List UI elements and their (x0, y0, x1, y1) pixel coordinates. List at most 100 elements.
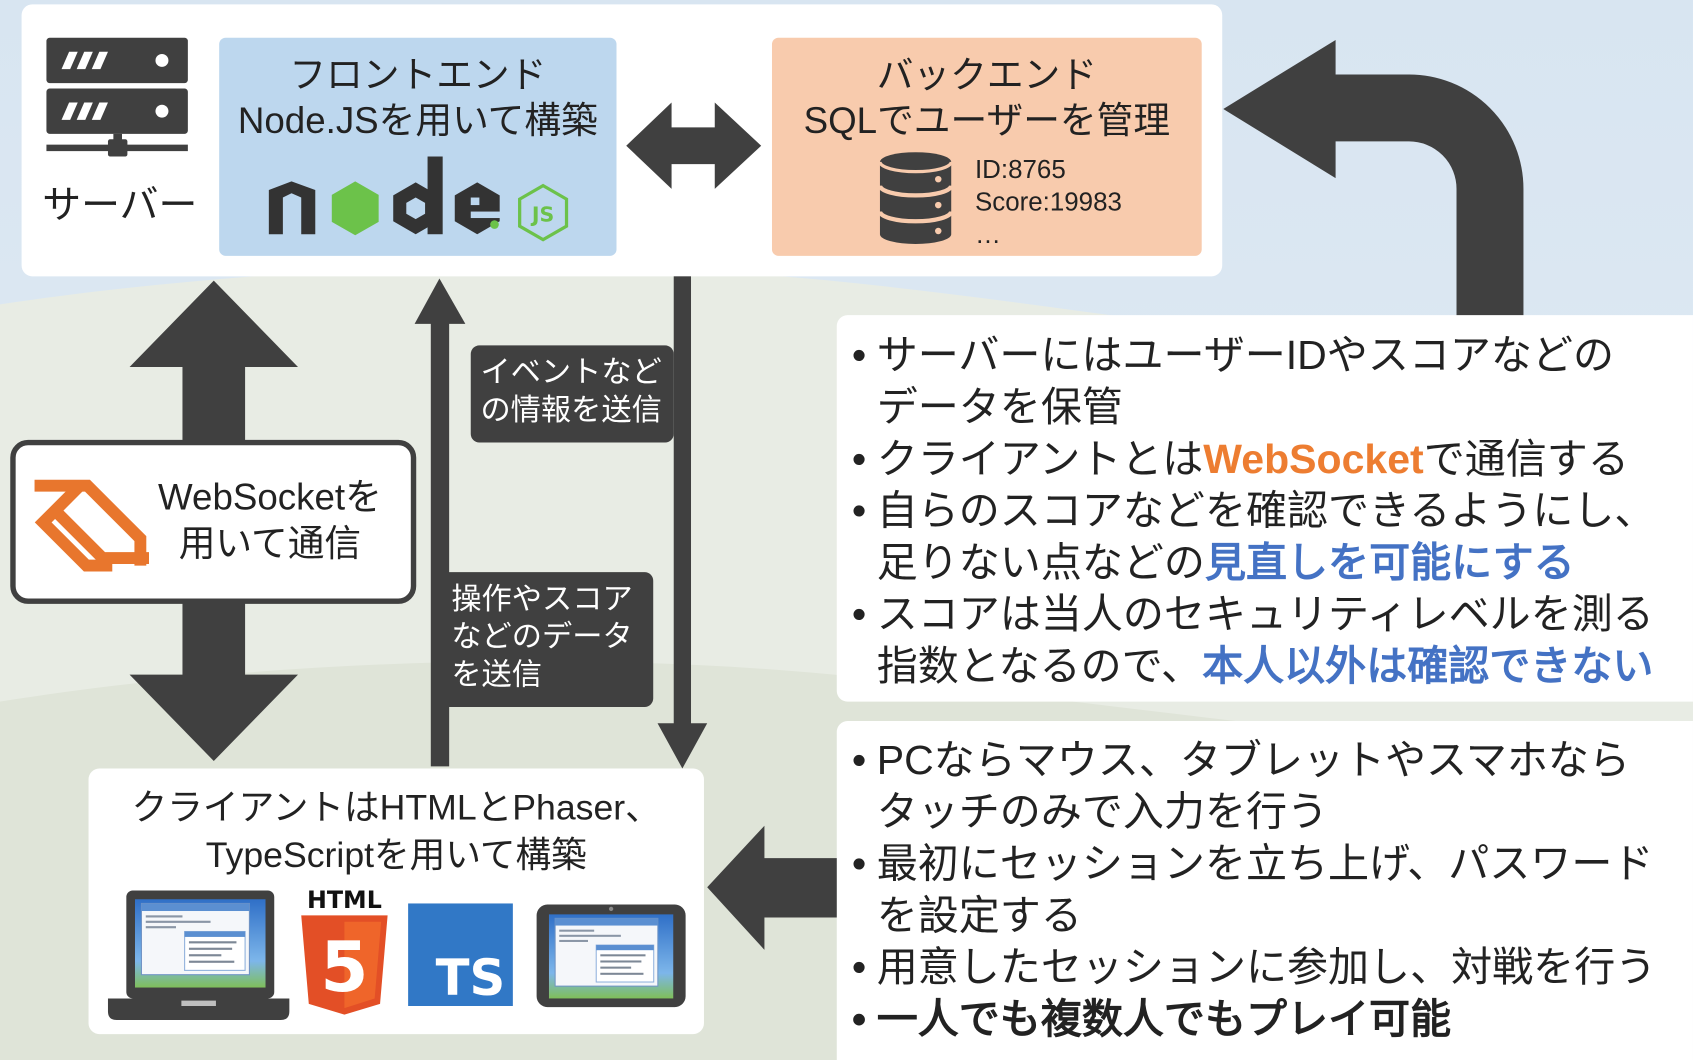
note-lines: スコアは当人のセキュリティレベルを測る 指数となるので、本人以外は確認できない (877, 589, 1654, 693)
note-lines: クライアントとはWebSocketで通信する (877, 434, 1629, 486)
backend-box (771, 37, 1202, 256)
client-note: • 用意したセッションに参加し、対戦を行う (852, 942, 1689, 994)
ts-logo-text: TS (436, 949, 506, 1007)
client-note: • 最初にセッションを立ち上げ、パスワード を設定する (852, 839, 1689, 943)
node-letter-o (331, 181, 379, 236)
down-arrow (657, 276, 708, 769)
note-lines: サーバーにはユーザーIDやスコアなどの データを保管 (877, 330, 1614, 434)
note-text: を設定する (876, 893, 1082, 940)
note-text: サーバーにはユーザーIDやスコアなどの (876, 333, 1615, 379)
operations-label-box (440, 572, 654, 708)
operations-label-line-2: などのデータ (451, 619, 633, 654)
double-arrow-horizontal-icon (626, 102, 762, 189)
note-text: 足りない点などの (876, 540, 1205, 587)
database-records: ID:8765 Score:19983 … (975, 154, 1122, 251)
events-label-line-2: の情報を送信 (480, 392, 662, 427)
frontend-subtitle: Node.JSを用いて構築 (237, 100, 598, 142)
bullet: • (851, 437, 867, 483)
events-label-line-1: イベントなど (480, 355, 662, 389)
server-note: • 自らのスコアなどを確認できるようにし、 足りない点などの見直しを可能にする (852, 486, 1689, 590)
websocket-line-2: 用いて通信 (178, 523, 362, 565)
note-text: タッチのみで入力を行う (876, 790, 1329, 836)
frontend-title: フロントエンド (289, 55, 547, 97)
bullet: • (851, 841, 867, 888)
client-note: • 一人でも複数人でもプレイ可能 (852, 994, 1689, 1046)
note-line: PCならマウス、タブレットやスマホなら (877, 735, 1630, 787)
js-badge-text: JS (530, 202, 554, 226)
record-score: Score:19983 (974, 187, 1122, 217)
js-badge-icon: JS (518, 183, 569, 242)
note-line: クライアントとはWebSocketで通信する (877, 434, 1629, 486)
server-rack-icon (46, 37, 188, 157)
html-logo-number: 5 (320, 928, 368, 1008)
bullet: • (851, 333, 867, 379)
frontend-text: フロントエンド Node.JSを用いて構築 (219, 53, 616, 144)
database-icon (877, 152, 954, 244)
events-label: イベントなど の情報を送信 (471, 353, 672, 429)
server-note: • サーバーにはユーザーIDやスコアなどの データを保管 (852, 330, 1689, 434)
note-line: 指数となるので、本人以外は確認できない (877, 641, 1654, 693)
bullet: • (851, 592, 867, 638)
events-label-box (470, 345, 674, 443)
note-line: サーバーにはユーザーIDやスコアなどの (877, 330, 1614, 382)
operations-label-line-1: 操作やスコア (451, 581, 633, 616)
client-text: クライアントはHTMLとPhaser、 TypeScriptを用いて構築 (89, 784, 704, 879)
server-note: • スコアは当人のセキュリティレベルを測る 指数となるので、本人以外は確認できな… (852, 589, 1689, 693)
websocket-line-1: WebSocketを (158, 477, 382, 519)
note-text: スコアは当人のセキュリティレベルを測る (876, 592, 1654, 638)
operations-label: 操作やスコア などのデータ を送信 (451, 580, 651, 693)
curved-arrow-to-backend (1223, 39, 1524, 324)
note-line: スコアは当人のセキュリティレベルを測る (877, 589, 1654, 641)
note-text: クライアントとは (876, 437, 1204, 483)
typescript-logo-icon: TS (408, 903, 513, 1007)
server-note: • クライアントとはWebSocketで通信する (852, 434, 1689, 486)
bullet: • (851, 488, 867, 535)
left-arrow-to-client (707, 825, 837, 950)
note-line: タッチのみで入力を行う (877, 787, 1630, 839)
note-lines: PCならマウス、タブレットやスマホなら タッチのみで入力を行う (877, 735, 1630, 839)
note-text: で通信する (1423, 437, 1629, 483)
note-lines: 一人でも複数人でもプレイ可能 (877, 994, 1451, 1046)
backend-subtitle: SQLでユーザーを管理 (803, 100, 1171, 142)
note-line: 用意したセッションに参加し、対戦を行う (877, 942, 1657, 994)
client-title-line-1: クライアントはHTMLとPhaser、 (131, 786, 661, 827)
note-line: データを保管 (877, 382, 1614, 434)
node-letter-d (393, 156, 443, 235)
note-text: 自らのスコアなどを確認できるようにし、 (876, 488, 1656, 535)
websocket-logo-icon (34, 479, 149, 572)
note-lines: 用意したセッションに参加し、対戦を行う (877, 942, 1657, 994)
frontend-box (219, 37, 617, 256)
client-title-line-2: TypeScriptを用いて構築 (205, 834, 587, 875)
bullet: • (851, 997, 867, 1043)
note-line: 一人でも複数人でもプレイ可能 (877, 994, 1451, 1046)
record-id: ID:8765 (974, 155, 1066, 185)
note-line: を設定する (877, 891, 1654, 943)
note-text: 用意したセッションに参加し、対戦を行う (876, 945, 1657, 991)
client-notes: • PCならマウス、タブレットやスマホなら タッチのみで入力を行う • 最初にセ… (852, 735, 1689, 1046)
note-line: 最初にセッションを立ち上げ、パスワード (877, 839, 1654, 891)
html5-logo-icon: HTML 5 (301, 886, 388, 1015)
note-lines: 最初にセッションを立ち上げ、パスワード を設定する (877, 839, 1654, 943)
client-notes-panel (836, 721, 1693, 1060)
tablet-icon (536, 904, 686, 1008)
websocket-text: WebSocketを 用いて通信 (136, 475, 404, 568)
record-ellipsis: … (974, 220, 1001, 250)
backend-text: バックエンド SQLでユーザーを管理 (772, 53, 1202, 144)
note-text: PCならマウス、タブレットやスマホなら (876, 738, 1630, 784)
bullet: • (851, 945, 867, 991)
note-highlight: 見直しを可能にする (1204, 540, 1575, 587)
note-text: データを保管 (876, 385, 1123, 431)
note-text: 一人でも複数人でもプレイ可能 (876, 997, 1452, 1043)
html-logo-word: HTML (307, 886, 382, 914)
server-notes: • サーバーにはユーザーIDやスコアなどの データを保管 • クライアントとはW… (852, 330, 1689, 693)
note-text: 最初にセッションを立ち上げ、パスワード (876, 841, 1654, 888)
note-text: 指数となるので、 (876, 644, 1203, 690)
note-line: 自らのスコアなどを確認できるようにし、 (877, 486, 1656, 538)
laptop-icon (107, 890, 290, 1021)
operations-label-line-3: を送信 (451, 657, 543, 691)
nodejs-logo-icon: JS (268, 156, 569, 242)
server-label: サーバー (42, 182, 198, 227)
client-note: • PCならマウス、タブレットやスマホなら タッチのみで入力を行う (852, 735, 1689, 839)
